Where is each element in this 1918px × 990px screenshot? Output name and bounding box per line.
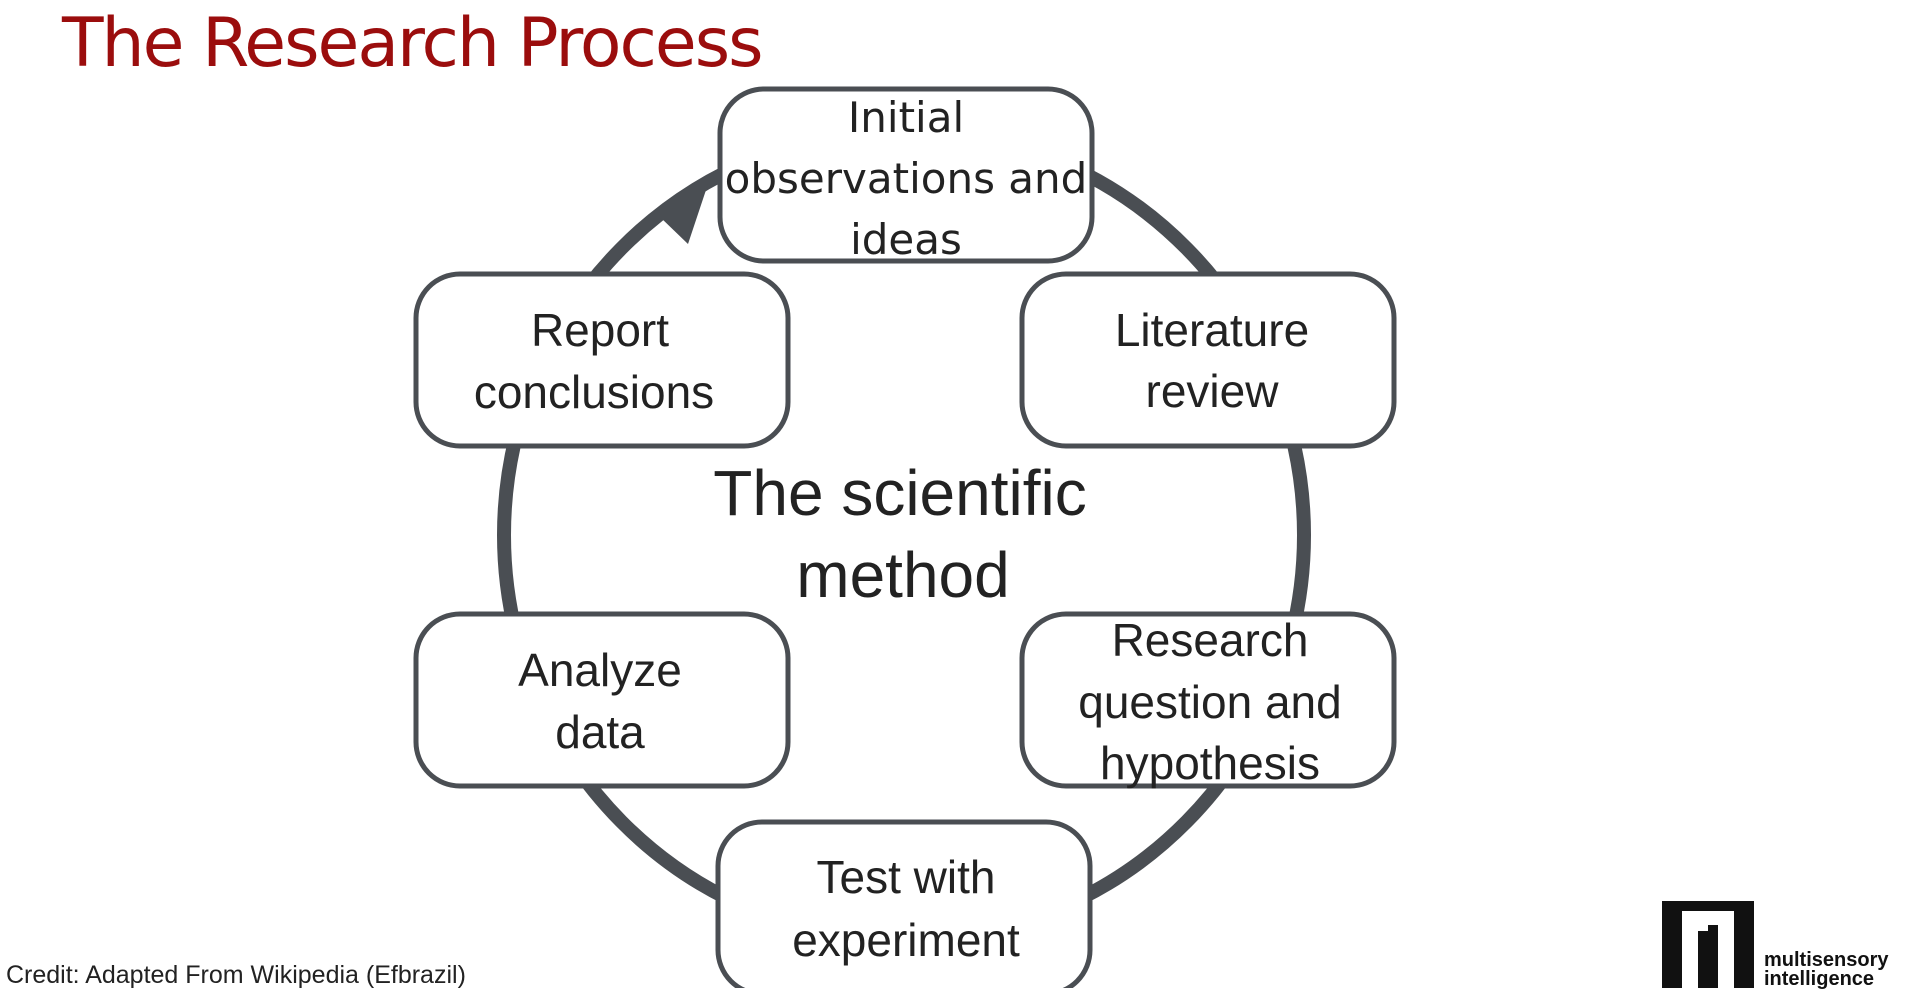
node-research-question: Research question and hypothesis [1019, 611, 1397, 789]
cycle-arrowhead-icon [660, 184, 708, 244]
node-label-line: question and [1078, 676, 1341, 728]
node-box-test-experiment [715, 819, 1093, 988]
node-label-line: Test with [817, 851, 996, 903]
node-box-report-conclusions [413, 271, 791, 449]
slide-title: The Research Process [62, 4, 764, 83]
node-test-experiment: Test with experiment [715, 819, 1093, 988]
brand-logo: multisensory intelligence [1662, 901, 1912, 990]
node-label-line: Report [531, 304, 669, 356]
center-label-line: method [796, 539, 1009, 611]
logo-mark-icon [1662, 901, 1754, 988]
node-label-line: experiment [792, 914, 1020, 966]
node-analyze-data: Analyze data [413, 611, 791, 789]
node-label-line: ideas [850, 215, 962, 264]
credit-note: Credit: Adapted From Wikipedia (Efbrazil… [6, 961, 466, 989]
node-label-line: hypothesis [1100, 737, 1320, 789]
node-label-line: data [555, 706, 645, 758]
node-box-analyze-data [413, 611, 791, 789]
node-label-line: observations and [725, 154, 1088, 203]
node-label-line: Research [1112, 614, 1309, 666]
logo-line: multisensory [1764, 949, 1889, 971]
node-box-literature-review [1019, 271, 1397, 449]
node-initial-observations: Initial observations and ideas [717, 86, 1095, 264]
node-label-line: Literature [1115, 304, 1309, 356]
node-label-line: conclusions [474, 366, 714, 418]
node-label-line: Initial [848, 93, 964, 142]
node-report-conclusions: Report conclusions [413, 271, 791, 449]
center-label-line: The scientific [713, 457, 1086, 529]
logo-wordmark: multisensory intelligence [1764, 949, 1889, 990]
node-box-research-question [1019, 611, 1397, 789]
node-literature-review: Literature review [1019, 271, 1397, 449]
node-label-line: Analyze [518, 644, 682, 696]
node-box-initial-observations [717, 86, 1095, 264]
logo-line: intelligence [1764, 968, 1875, 990]
node-label-line: review [1146, 365, 1280, 417]
